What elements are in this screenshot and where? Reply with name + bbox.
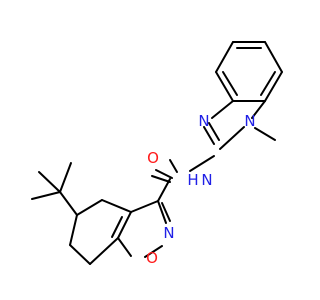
bond xyxy=(117,211,132,239)
bond xyxy=(117,237,132,257)
bond xyxy=(215,41,234,73)
bond xyxy=(59,162,72,193)
benzene-ring xyxy=(215,41,283,102)
molecule-canvas: O N H N N N O xyxy=(31,41,283,267)
double-bond-inner xyxy=(260,71,276,96)
amide-linker xyxy=(151,155,215,202)
bond xyxy=(151,175,171,183)
bond xyxy=(169,159,178,173)
bond xyxy=(69,244,91,265)
bond xyxy=(219,126,245,150)
bond xyxy=(101,199,132,213)
cyclohexene-ring xyxy=(69,199,132,265)
bond xyxy=(155,169,173,179)
bond xyxy=(38,171,61,193)
amide-nitrogen-label: N xyxy=(201,171,212,189)
bond xyxy=(76,199,103,216)
bond xyxy=(157,178,171,202)
isoxazole-ring xyxy=(111,200,171,258)
bond xyxy=(144,245,163,258)
double-bond-inner xyxy=(208,122,220,141)
structure-diagram: O N H N N N O xyxy=(31,41,283,267)
bond xyxy=(264,71,283,102)
bond xyxy=(203,126,215,145)
imidazole-imine-nitrogen-label: N xyxy=(198,112,209,130)
bond xyxy=(189,155,215,172)
double-bond-inner xyxy=(111,216,123,238)
double-bond-inner xyxy=(222,71,238,96)
bond xyxy=(69,214,78,246)
tert-butyl-group xyxy=(31,162,78,216)
isoxazole-nitrogen-label: N xyxy=(163,224,174,242)
bond xyxy=(264,41,283,73)
bond xyxy=(211,100,234,119)
bond xyxy=(215,71,234,102)
amide-hydrogen-label: H xyxy=(187,171,198,189)
imidazole-methyl-nitrogen-label: N xyxy=(244,112,255,130)
bond xyxy=(251,100,266,119)
carbonyl-oxygen-label: O xyxy=(147,149,159,167)
bond xyxy=(59,191,78,216)
methyl-bond xyxy=(254,127,276,141)
double-bond-inner xyxy=(161,202,171,222)
bond xyxy=(157,200,167,224)
isoxazole-oxygen-label: O xyxy=(146,249,158,267)
bond xyxy=(31,191,61,200)
imidazole-ring xyxy=(203,100,276,150)
bond xyxy=(89,237,119,265)
bond xyxy=(130,200,159,213)
